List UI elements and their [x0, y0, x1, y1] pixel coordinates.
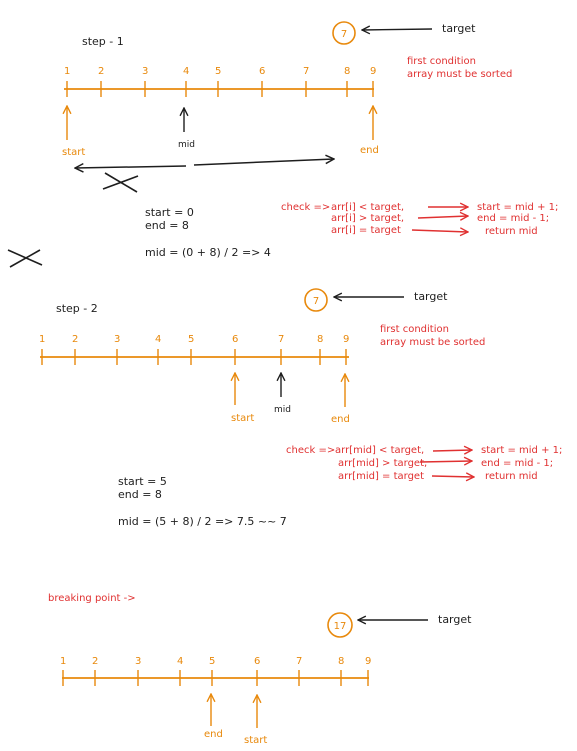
tick-label: 8 [317, 334, 323, 345]
tick-label: 4 [177, 656, 183, 667]
tick-label: 8 [344, 66, 350, 77]
step-1-condition-line2: array must be sorted [407, 69, 512, 80]
step-1-left-arrow [75, 166, 187, 168]
tick-label: 8 [338, 656, 344, 667]
step-1-right-arrow [193, 159, 334, 166]
step-1-check-arrow-3 [411, 230, 468, 232]
step-2-ticks: 1 2 3 4 5 6 7 8 9 [39, 334, 349, 365]
step-2-calc-end: end = 8 [118, 488, 162, 501]
tick-label: 9 [365, 656, 371, 667]
tick-label: 4 [183, 66, 189, 77]
tick-label: 6 [254, 656, 260, 667]
tick-label: 2 [98, 66, 104, 77]
step-1-check-cond-1: arr[i] < target, [331, 202, 404, 213]
step-2-check-result-3: return mid [485, 471, 538, 482]
step-1-target-label: target [442, 22, 476, 35]
step-1-target-value: 7 [341, 29, 347, 40]
step-1: step - 1 7 target first condition array … [62, 21, 558, 259]
step-1-calc-start: start = 0 [145, 206, 194, 219]
step-2-calc-mid: mid = (5 + 8) / 2 => 7.5 ~~ 7 [118, 515, 287, 528]
tick-label: 2 [72, 334, 78, 345]
step-1-end-label: end [360, 145, 379, 156]
step-3-target-label: target [438, 613, 472, 626]
step-1-calc-mid: mid = (0 + 8) / 2 => 4 [145, 246, 271, 259]
tick-label: 3 [114, 334, 120, 345]
tick-label: 9 [343, 334, 349, 345]
step-2-condition-line2: array must be sorted [380, 337, 485, 348]
tick-label: 9 [370, 66, 376, 77]
tick-label: 5 [188, 334, 194, 345]
step-3-ticks: 1 2 3 4 5 6 7 8 9 [60, 656, 371, 686]
step-1-check-cond-3: arr[i] = target [331, 225, 401, 236]
step-1-check-arrow-2 [417, 216, 468, 218]
step-1-target-circle [332, 21, 356, 45]
tick-label: 5 [215, 66, 221, 77]
step-1-mid-label: mid [178, 140, 195, 150]
step-2-target-circle [304, 288, 328, 312]
step-2-check-result-2: end = mid - 1; [481, 458, 553, 469]
step-1-check-prefix: check => [281, 202, 330, 213]
step-2-check-cond-3: arr[mid] = target [338, 471, 424, 482]
step-2-check-cond-1: arr[mid] < target, [335, 445, 424, 456]
step-2-check-prefix: check => [286, 445, 335, 456]
step-1-title: step - 1 [82, 35, 124, 48]
tick-label: 7 [278, 334, 284, 345]
tick-label: 1 [39, 334, 45, 345]
tick-label: 1 [64, 66, 70, 77]
step-2-target-label: target [414, 290, 448, 303]
tick-label: 4 [155, 334, 161, 345]
step-3-target-circle [327, 612, 353, 638]
step-1-discard-cross [102, 172, 139, 193]
step-1-check-result-3: return mid [485, 226, 538, 237]
step-2-check-arrow-2 [419, 461, 472, 462]
tick-label: 7 [296, 656, 302, 667]
step-3-start-label: start [244, 735, 267, 746]
step-2-target-value: 7 [313, 296, 319, 307]
tick-label: 6 [232, 334, 238, 345]
breaking-point-label: breaking point -> [48, 593, 136, 604]
tick-label: 7 [303, 66, 309, 77]
step-3-target-value: 17 [334, 621, 347, 632]
step-1-target-arrow [362, 29, 433, 30]
cross-mark [7, 249, 43, 268]
step-1-check-result-2: end = mid - 1; [477, 213, 549, 224]
step-2-check-cond-2: arr[mid] > target, [338, 458, 427, 469]
tick-label: 6 [259, 66, 265, 77]
step-2: step - 2 7 target first condition array … [39, 288, 562, 528]
step-2-mid-label: mid [274, 405, 291, 415]
tick-label: 2 [92, 656, 98, 667]
step-3-breaking-point: breaking point -> 17 target 1 2 3 4 5 6 7 8 9 en… [48, 593, 472, 746]
step-2-start-label: start [231, 413, 254, 424]
step-2-end-label: end [331, 414, 350, 425]
tick-label: 3 [142, 66, 148, 77]
step-3-end-label: end [204, 729, 223, 740]
step-2-calc-start: start = 5 [118, 475, 167, 488]
step-1-start-label: start [62, 147, 85, 158]
tick-label: 5 [209, 656, 215, 667]
step-2-title: step - 2 [56, 302, 98, 315]
step-1-check-result-1: start = mid + 1; [477, 202, 558, 213]
step-1-calc-end: end = 8 [145, 219, 189, 232]
step-2-condition-line1: first condition [380, 324, 449, 335]
tick-label: 1 [60, 656, 66, 667]
step-2-check-result-1: start = mid + 1; [481, 445, 562, 456]
step-1-ticks: 1 2 3 4 5 6 7 8 9 [64, 66, 376, 97]
step-1-condition-line1: first condition [407, 56, 476, 67]
step-2-check-arrow-1 [432, 450, 472, 451]
tick-label: 3 [135, 656, 141, 667]
step-2-check-arrow-3 [431, 476, 474, 477]
step-1-check-cond-2: arr[i] > target, [331, 213, 404, 224]
